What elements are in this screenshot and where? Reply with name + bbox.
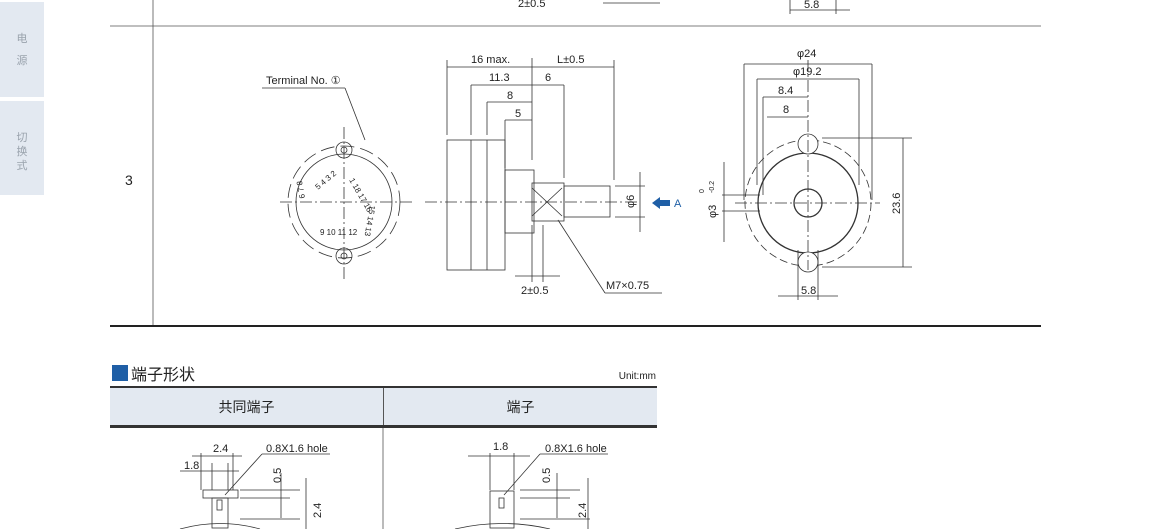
tab-char: 式 xyxy=(16,159,28,172)
dim-label: φ3 xyxy=(707,205,719,218)
spec-drawing: 3 2±0.5 5.8 Terminal No. ① 5 4 3 2 1 18 … xyxy=(110,0,1041,327)
dim-label: 8 xyxy=(507,90,513,102)
tab-char: 源 xyxy=(16,54,28,67)
dim-label: 5.8 xyxy=(801,285,816,297)
svg-text:9 10 11 12: 9 10 11 12 xyxy=(320,228,358,237)
dim-label: M7×0.75 xyxy=(606,280,649,292)
svg-text:6 7 8: 6 7 8 xyxy=(295,180,307,200)
section-title: 端子形状 xyxy=(112,361,195,385)
section-title-text: 端子形状 xyxy=(131,365,196,384)
terminal-table-header: 共同端子 端子 xyxy=(110,386,657,428)
unit-label: Unit:mm xyxy=(618,371,656,382)
sidebar-tab-switch-type[interactable]: 切 换 式 xyxy=(0,101,44,195)
dim-label: 2.4 xyxy=(213,443,228,455)
dim-label: 8.4 xyxy=(778,85,793,97)
dim-label: 0.5 xyxy=(541,468,553,483)
common-terminal-drawing: 2.4 1.8 0.8X1.6 hole 0.5 2.4 xyxy=(179,443,330,529)
dim-label: 6 xyxy=(545,72,551,84)
dim-label: 16 max. xyxy=(471,54,510,66)
dim-label: 0.5 xyxy=(272,468,284,483)
terminal-drawings: 2.4 1.8 0.8X1.6 hole 0.5 2.4 1.8 0.8X1.6… xyxy=(179,428,608,529)
dim-label: 2.4 xyxy=(312,503,324,518)
view-a: φ24 φ19.2 8.4 8 23.6 5.8 φ3 0 -0.2 xyxy=(699,48,912,300)
dim-label: 2.4 xyxy=(577,503,589,518)
terminal-label: Terminal No. ① xyxy=(266,75,341,87)
column-header-terminal: 端子 xyxy=(506,399,535,416)
prev-dim-label: 2±0.5 xyxy=(518,0,545,10)
dim-label: 5 xyxy=(515,108,521,120)
svg-text:5 4 3 2: 5 4 3 2 xyxy=(314,169,339,192)
dim-label: 0.8X1.6 hole xyxy=(266,443,328,455)
dim-label: 1.8 xyxy=(493,441,508,453)
dim-label: φ6 xyxy=(625,195,637,208)
section-marker-icon xyxy=(112,365,128,381)
front-view: Terminal No. ① 5 4 3 2 1 18 17 16 15 14 … xyxy=(262,75,412,282)
dim-label: 2±0.5 xyxy=(521,285,548,297)
dim-label: 11.3 xyxy=(489,72,510,84)
terminal-drawing: 1.8 0.8X1.6 hole 0.5 2.4 xyxy=(454,441,608,529)
column-header-common: 共同端子 xyxy=(110,388,384,425)
tolerance-label: -0.2 xyxy=(709,181,716,193)
tolerance-label: 0 xyxy=(699,189,706,193)
dim-label: φ19.2 xyxy=(793,66,822,78)
view-a-label: A xyxy=(674,198,682,210)
dim-label: L±0.5 xyxy=(557,54,584,66)
dim-label: 1.8 xyxy=(184,460,199,472)
sidebar-tab-power[interactable]: 电 源 xyxy=(0,2,44,97)
prev-dim-label: 5.8 xyxy=(804,0,819,11)
row-number: 3 xyxy=(125,172,133,188)
tab-char: 换 xyxy=(16,145,28,158)
dim-label: φ24 xyxy=(797,48,816,60)
side-view: 16 max. L±0.5 11.3 6 8 5 2±0.5 M7×0.75 φ… xyxy=(425,54,682,297)
tab-char: 切 xyxy=(16,131,28,144)
dim-label: 23.6 xyxy=(891,193,903,214)
tab-char: 电 xyxy=(16,32,28,45)
view-a-arrow-icon xyxy=(652,197,670,209)
dim-label: 8 xyxy=(783,104,789,116)
dim-label: 0.8X1.6 hole xyxy=(545,443,607,455)
